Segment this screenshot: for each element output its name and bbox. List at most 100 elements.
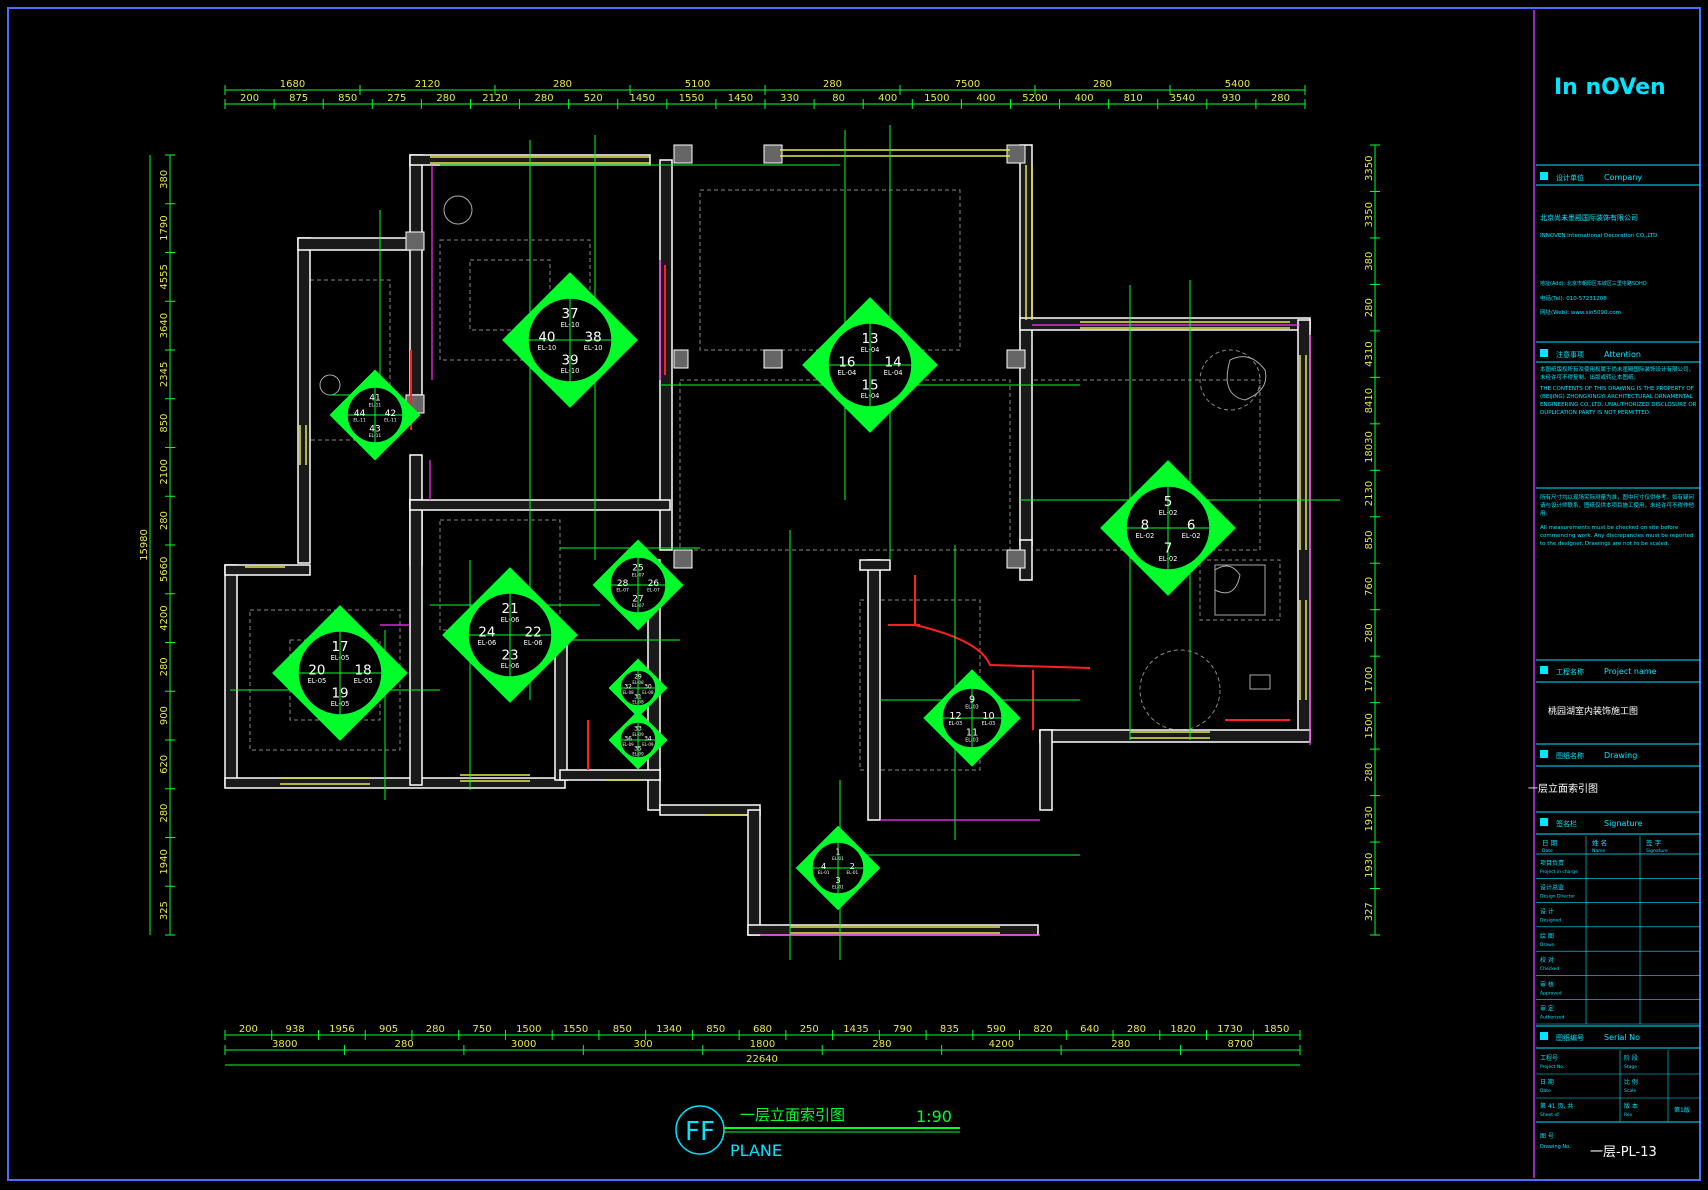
marker-sheet-ref: EL-05 xyxy=(331,654,350,662)
drawing-title-block: FF 一层立面索引图 1:90 PLANE xyxy=(675,1105,960,1160)
marker-sheet-ref: EL-03 xyxy=(949,721,962,727)
company-label: Company xyxy=(1604,173,1642,182)
bottom-total-dim: 22640 xyxy=(746,1054,778,1065)
right-dim-label: 327 xyxy=(1364,902,1375,921)
bottom-inner-dim-label: 1340 xyxy=(656,1024,681,1035)
top-inner-dim-label: 280 xyxy=(1271,93,1290,104)
marker-number: 33 xyxy=(634,726,642,733)
left-dimension-chain: 3801790455536402345850210028056604200280… xyxy=(139,154,175,936)
attention-text-cn: 本图纸版权所有及使用权属于尚未墨殿国际装饰设计有限公司，未经许可不得复制、出版或… xyxy=(1540,367,1695,381)
bullet-icon xyxy=(1540,172,1548,180)
marker-sheet-ref: EL-06 xyxy=(524,639,543,647)
right-dim-label: 280 xyxy=(1364,763,1375,782)
marker-number: 25 xyxy=(632,563,643,573)
serial-row-label: 比 例 xyxy=(1624,1078,1638,1086)
left-dim-label: 2345 xyxy=(159,362,170,387)
marker-number: 22 xyxy=(525,625,542,640)
bottom-inner-dim-label: 1550 xyxy=(563,1024,588,1035)
top-outer-dim-label: 1680 xyxy=(280,79,305,90)
top-outer-dim-label: 7500 xyxy=(955,79,980,90)
company-tel: 电话(Tel): 010-57231208 xyxy=(1540,294,1607,302)
left-dim-label: 5660 xyxy=(159,557,170,582)
marker-sheet-ref: EL-09 xyxy=(632,732,644,737)
marker-sheet-ref: EL-10 xyxy=(537,344,556,352)
marker-sheet-ref: EL-04 xyxy=(837,369,856,377)
marker-number: 21 xyxy=(501,602,518,617)
bottom-mid-dim-label: 3000 xyxy=(511,1039,536,1050)
bullet-icon xyxy=(1540,818,1548,826)
bottom-mid-dim-label: 1800 xyxy=(750,1039,775,1050)
marker-number: 44 xyxy=(354,409,366,419)
bottom-inner-dim-label: 640 xyxy=(1080,1024,1099,1035)
right-dim-label: 3350 xyxy=(1364,156,1375,181)
signature-row-label-en: Checked xyxy=(1540,966,1559,972)
top-inner-dim-label: 5200 xyxy=(1022,93,1047,104)
marker-number: 19 xyxy=(331,686,348,701)
marker-number: 29 xyxy=(634,674,642,681)
furniture-dashed-lines xyxy=(249,189,1281,771)
marker-sheet-ref: EL-07 xyxy=(647,588,660,594)
top-inner-dim-label: 850 xyxy=(338,93,357,104)
top-inner-dim-label: 1450 xyxy=(630,93,655,104)
bottom-inner-dim-label: 1820 xyxy=(1170,1024,1195,1035)
marker-number: 8 xyxy=(1141,518,1150,533)
drawing-no-label: 图 号 xyxy=(1540,1133,1554,1140)
signature-row-label: 校 对 xyxy=(1540,956,1554,964)
bottom-inner-dim-label: 1435 xyxy=(843,1024,868,1035)
signature-row-label-en: Approved xyxy=(1540,990,1562,996)
serial-row-label-en: Scale xyxy=(1624,1088,1636,1094)
signature-row-label: 绘 图 xyxy=(1540,932,1554,940)
marker-number: 28 xyxy=(617,579,629,589)
top-inner-dim-label: 330 xyxy=(780,93,799,104)
bottom-inner-dim-label: 750 xyxy=(473,1024,492,1035)
marker-sheet-ref: EL-06 xyxy=(501,662,520,670)
top-inner-dim-label: 1550 xyxy=(679,93,704,104)
drawing-no-label-en: Drawing No. xyxy=(1540,1144,1571,1150)
serial-row-label: 阶 段 xyxy=(1624,1054,1638,1062)
marker-sheet-ref: EL-05 xyxy=(307,677,326,685)
signature-row-label-en: Authorized xyxy=(1540,1015,1565,1021)
svg-text:注意事项: 注意事项 xyxy=(1556,350,1584,359)
left-dim-label: 325 xyxy=(159,901,170,920)
marker-number: 42 xyxy=(385,409,396,419)
serial-row-label-en: Project No. xyxy=(1540,1064,1564,1070)
signature-row-label: 审 核 xyxy=(1540,980,1554,988)
marker-sheet-ref: EL-02 xyxy=(1159,509,1178,517)
marker-sheet-ref: EL-07 xyxy=(632,603,645,609)
bottom-inner-dim-label: 850 xyxy=(613,1024,632,1035)
drawing-scale: 1:90 xyxy=(916,1107,952,1126)
marker-number: 41 xyxy=(369,393,380,403)
bottom-inner-dim-label: 590 xyxy=(987,1024,1006,1035)
bottom-mid-dim-label: 4200 xyxy=(989,1039,1014,1050)
bottom-mid-dim-label: 280 xyxy=(872,1039,891,1050)
marker-sheet-ref: EL-05 xyxy=(331,700,350,708)
right-dim-label: 18030 xyxy=(1364,431,1375,463)
signature-header-en: Date xyxy=(1542,848,1553,854)
marker-sheet-ref: EL-02 xyxy=(1135,532,1154,540)
marker-sheet-ref: EL-09 xyxy=(632,752,644,757)
right-dim-label: 3350 xyxy=(1364,202,1375,227)
marker-number: 38 xyxy=(585,330,602,345)
marker-number: 30 xyxy=(644,684,652,691)
svg-text:工程名称: 工程名称 xyxy=(1556,667,1584,676)
left-dim-label: 850 xyxy=(159,414,170,433)
drawing-label: Drawing xyxy=(1604,751,1637,760)
bottom-inner-dim-label: 1850 xyxy=(1264,1024,1289,1035)
serial-label: Serial No xyxy=(1604,1033,1640,1042)
bottom-inner-dim-label: 1956 xyxy=(329,1024,354,1035)
bottom-inner-dim-label: 680 xyxy=(753,1024,772,1035)
drawing-tag-circle xyxy=(675,1105,725,1155)
right-dim-label: 760 xyxy=(1364,577,1375,596)
left-dim-label: 380 xyxy=(159,170,170,189)
top-inner-dim-label: 280 xyxy=(535,93,554,104)
bullet-icon xyxy=(1540,666,1548,674)
svg-text:签名栏: 签名栏 xyxy=(1556,819,1577,828)
